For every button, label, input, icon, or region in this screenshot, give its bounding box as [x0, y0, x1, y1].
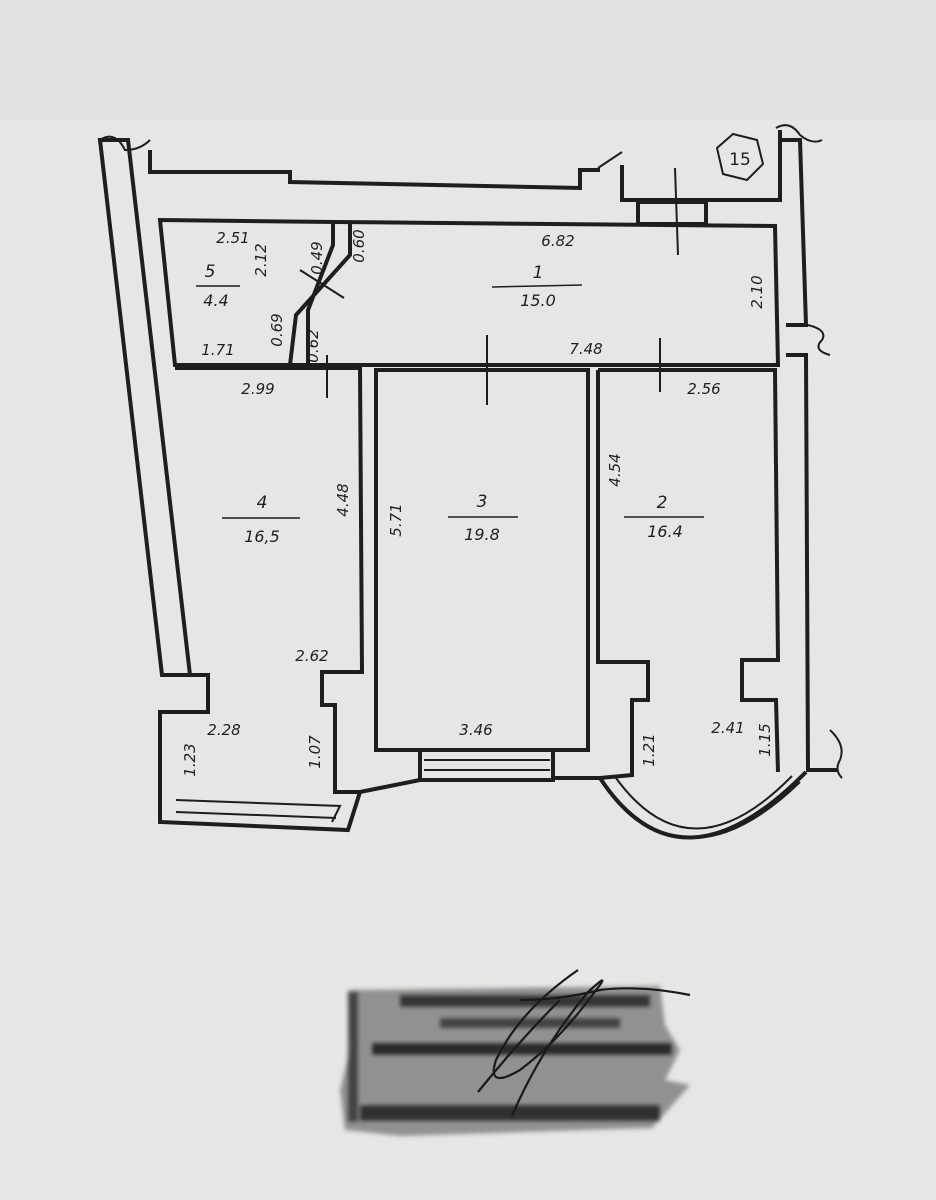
dim-7-48: 7.48 [569, 340, 602, 358]
room-5-number: 5 [205, 262, 216, 282]
room-labels: 1 15.0 2 16.4 3 19.8 4 16,5 5 4.4 [196, 262, 704, 546]
upper-rooms [157, 217, 781, 405]
dim-2-10: 2.10 [748, 275, 766, 308]
dim-2-99: 2.99 [241, 380, 274, 398]
dim-2-62: 2.62 [295, 647, 328, 665]
dim-4-54: 4.54 [606, 453, 624, 486]
room-4-walls [158, 366, 365, 833]
room-3-number: 3 [477, 492, 488, 512]
room-3-walls [359, 368, 600, 794]
dim-0-60: 0.60 [350, 229, 368, 262]
dim-0-69: 0.69 [268, 313, 286, 346]
room-2-number: 2 [657, 493, 668, 513]
dim-5-71: 5.71 [387, 503, 405, 536]
dim-4-48: 4.48 [334, 483, 352, 516]
dim-1-23: 1.23 [181, 743, 199, 776]
room-5-area: 4.4 [203, 291, 228, 310]
dim-2-12: 2.12 [252, 243, 270, 276]
room-3-area: 19.8 [464, 525, 500, 544]
room-1-area: 15.0 [520, 291, 556, 310]
dim-1-21: 1.21 [640, 733, 658, 766]
exterior-walls [97, 124, 843, 779]
dimension-labels: 2.51 2.12 0.49 0.60 6.82 2.10 0.69 0.62 … [181, 229, 774, 777]
dim-6-82: 6.82 [541, 232, 574, 250]
room-4-number: 4 [257, 493, 268, 513]
dim-2-56: 2.56 [687, 380, 720, 398]
stamp [340, 969, 691, 1136]
room-2-area: 16.4 [647, 522, 683, 541]
signature [477, 969, 691, 1117]
dim-0-49: 0.49 [308, 241, 326, 274]
dim-1-07: 1.07 [306, 735, 324, 769]
dim-2-51: 2.51 [216, 229, 249, 247]
dim-3-46: 3.46 [459, 721, 492, 739]
sheet-number: 15 [729, 150, 751, 170]
dim-0-62: 0.62 [304, 329, 322, 362]
dim-2-28: 2.28 [207, 721, 240, 739]
dim-1-15: 1.15 [756, 723, 774, 756]
room-4-area: 16,5 [244, 527, 280, 546]
dim-1-71: 1.71 [201, 341, 234, 359]
room-1-number: 1 [533, 263, 544, 283]
room-2-walls [596, 368, 808, 840]
dim-2-41: 2.41 [711, 719, 744, 737]
sheet-number-badge: 15 [715, 132, 765, 182]
